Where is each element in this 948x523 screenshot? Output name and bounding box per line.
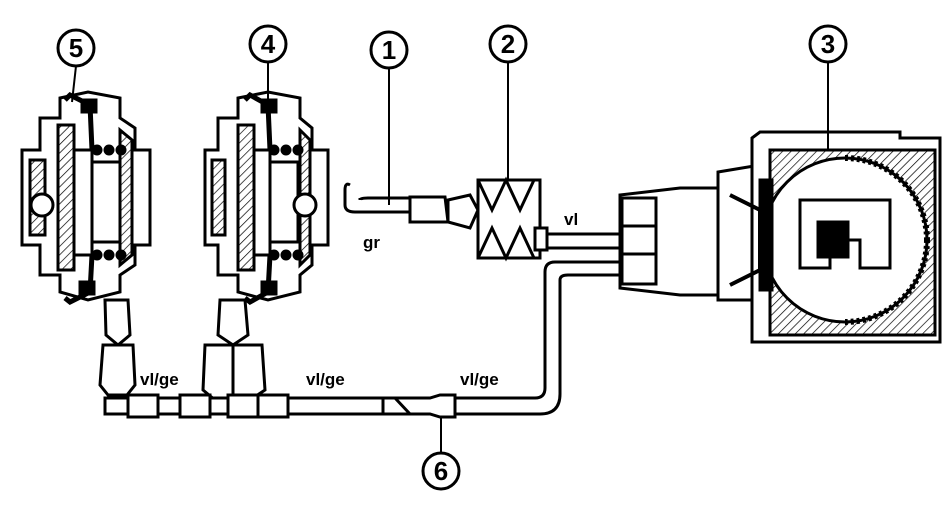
actuator-3 bbox=[618, 130, 942, 344]
callout-2-label: 2 bbox=[501, 29, 515, 59]
label-vlge-mid: vl/ge bbox=[306, 370, 345, 389]
label-gr: gr bbox=[363, 233, 380, 252]
callout-3: 3 bbox=[808, 24, 848, 150]
label-vl: vl bbox=[564, 210, 578, 229]
vacuum-element-5 bbox=[20, 90, 152, 347]
callout-1: 1 bbox=[369, 30, 409, 205]
valve-2 bbox=[476, 176, 549, 262]
hose-network bbox=[98, 182, 620, 419]
callout-5-label: 5 bbox=[69, 33, 83, 63]
vacuum-element-4 bbox=[203, 90, 330, 347]
callout-6-label: 6 bbox=[434, 456, 448, 486]
callout-2: 2 bbox=[488, 24, 528, 180]
label-vlge-left: vl/ge bbox=[140, 370, 179, 389]
callout-4-label: 4 bbox=[261, 29, 276, 59]
label-vlge-right: vl/ge bbox=[460, 370, 499, 389]
callout-1-label: 1 bbox=[382, 35, 396, 65]
callout-5: 5 bbox=[56, 28, 96, 103]
callout-3-label: 3 bbox=[821, 29, 835, 59]
callout-6: 6 bbox=[421, 417, 461, 491]
callout-4: 4 bbox=[248, 24, 288, 100]
